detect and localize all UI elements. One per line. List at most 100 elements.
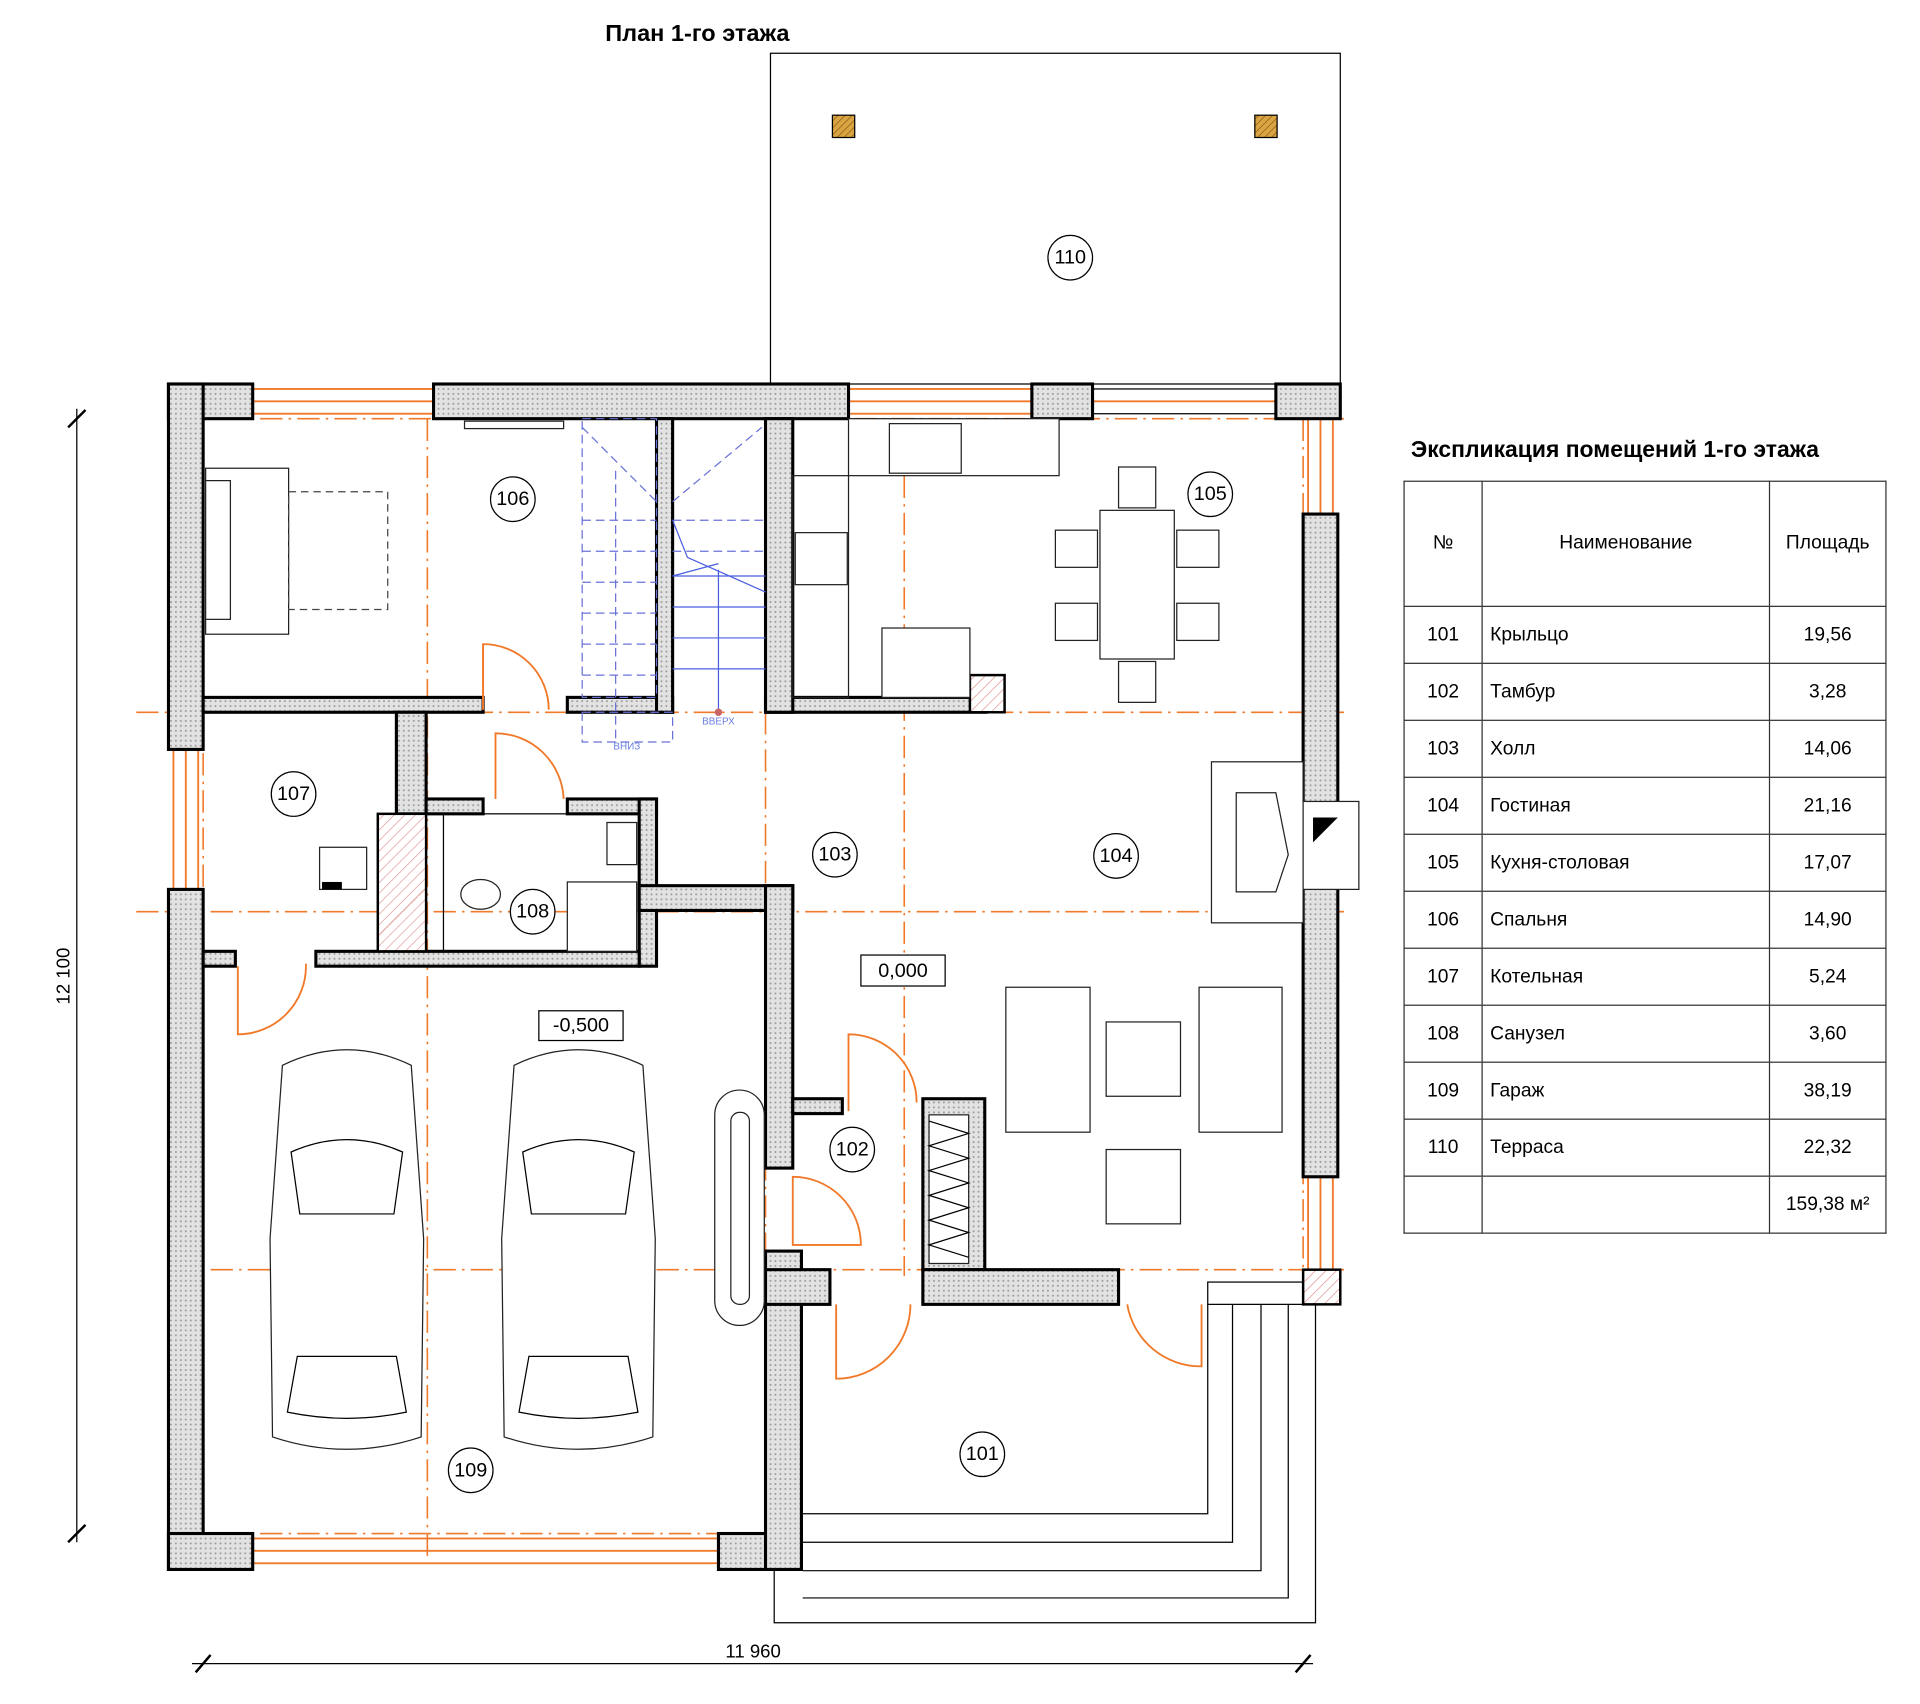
sofa [1198, 986, 1283, 1133]
level-mark-garage: -0,500 [538, 1010, 624, 1042]
svg-text:0,000: 0,000 [878, 960, 928, 982]
toilet [460, 878, 502, 910]
room-tag-110: 110 [1047, 234, 1094, 281]
svg-text:109: 109 [454, 1459, 487, 1481]
room-area: 3,60 [1768, 1004, 1887, 1063]
room-tag-107: 107 [270, 771, 317, 817]
room-area: 22,32 [1768, 1118, 1887, 1177]
car [501, 1049, 656, 1450]
terrace-post [831, 114, 856, 139]
table-header-row: № Наименование Площадь [1403, 480, 1887, 607]
room-tag-109: 109 [447, 1447, 494, 1494]
room-number: 105 [1403, 833, 1483, 892]
room-name: Гостиная [1481, 776, 1771, 835]
room-name: Холл [1481, 719, 1771, 778]
room-name: Кухня-столовая [1481, 833, 1771, 892]
cars [269, 1049, 656, 1450]
room-area: 14,06 [1768, 719, 1887, 778]
room-area: 3,28 [1768, 662, 1887, 721]
svg-text:102: 102 [836, 1139, 869, 1161]
room-name: Тамбур [1481, 662, 1771, 721]
doors [236, 643, 1304, 1380]
car [269, 1049, 425, 1450]
room-tag-101: 101 [959, 1431, 1006, 1478]
svg-text:101: 101 [966, 1443, 999, 1465]
svg-text:106: 106 [496, 488, 529, 510]
header-name: Наименование [1481, 480, 1771, 607]
svg-text:12 100: 12 100 [52, 948, 73, 1005]
plan-title: План 1-го этажа [605, 20, 790, 46]
porch-steps [773, 1304, 1317, 1624]
dimension-horizontal: 11 960 [192, 1640, 1314, 1674]
room-tag-103: 103 [811, 831, 858, 878]
room-name: Спальня [1481, 890, 1771, 949]
chimney [1302, 800, 1360, 891]
room-number: 104 [1403, 776, 1483, 835]
room-tag-108: 108 [509, 888, 556, 935]
sink-icon [888, 423, 962, 474]
room-number: 107 [1403, 947, 1483, 1006]
dining-table [1099, 509, 1175, 660]
room-area: 14,90 [1768, 890, 1887, 949]
room-number: 108 [1403, 1004, 1483, 1063]
stair-down-label: ВНИЗ [613, 741, 640, 752]
explication-title: Экспликация помещений 1-го этажа [1410, 436, 1820, 463]
room-number: 106 [1403, 890, 1483, 949]
stove-icon [794, 532, 848, 586]
room-tag-102: 102 [829, 1126, 876, 1173]
room-name: Терраса [1481, 1118, 1771, 1177]
svg-text:107: 107 [277, 783, 310, 805]
shower [566, 881, 638, 952]
room-tag-105: 105 [1187, 471, 1234, 518]
svg-text:11 960: 11 960 [725, 1640, 780, 1661]
room-name: Гараж [1481, 1061, 1771, 1120]
room-name: Котельная [1481, 947, 1771, 1006]
sofa [1005, 986, 1091, 1133]
svg-text:104: 104 [1100, 845, 1133, 867]
total-area: 159,38 м² [1768, 1175, 1887, 1234]
terrace-post [1254, 114, 1278, 139]
svg-text:108: 108 [516, 901, 549, 923]
room-number: 109 [1403, 1061, 1483, 1120]
room-tag-106: 106 [489, 476, 536, 523]
room-area: 21,16 [1768, 776, 1887, 835]
washbasin [606, 821, 638, 866]
room-number: 110 [1403, 1118, 1483, 1177]
level-mark-main: 0,000 [860, 954, 946, 987]
room-area: 19,56 [1768, 605, 1887, 664]
fridge [881, 627, 971, 699]
room-name: Крыльцо [1481, 605, 1771, 664]
dimension-vertical: 12 100 [52, 408, 87, 1544]
room-number: 102 [1403, 662, 1483, 721]
room-tags: 101 102 103 104 105 106 107 108 109 110 [270, 234, 1234, 1494]
armchair [1105, 1148, 1182, 1225]
svg-text:-0,500: -0,500 [553, 1015, 609, 1037]
svg-text:110: 110 [1054, 247, 1086, 269]
svg-text:103: 103 [818, 844, 851, 866]
header-number: № [1403, 480, 1483, 607]
room-number: 103 [1403, 719, 1483, 778]
room-name: Санузел [1481, 1004, 1771, 1063]
stair-up-label: ВВЕРХ [702, 717, 735, 728]
svg-text:105: 105 [1194, 483, 1227, 505]
table-total-row: 159,38 м² [1403, 1175, 1887, 1234]
staircase: ВВЕРХ ВНИЗ [581, 418, 766, 752]
room-number: 101 [1403, 605, 1483, 664]
furniture [205, 418, 1360, 1327]
terrace-outline [769, 52, 1341, 385]
header-area: Площадь [1768, 480, 1887, 607]
room-tag-104: 104 [1093, 833, 1139, 879]
